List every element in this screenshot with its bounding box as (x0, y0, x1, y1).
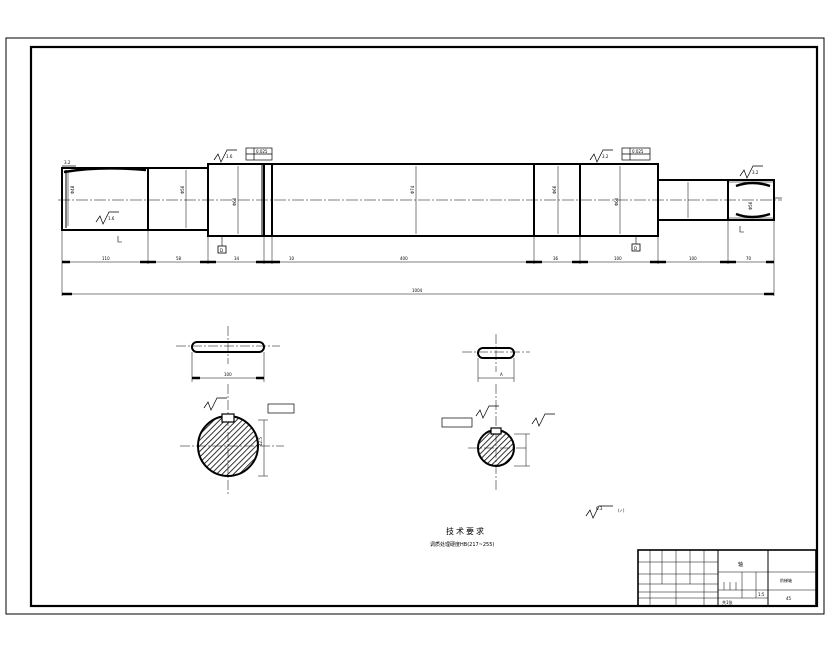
roughness-4: 1.6 (108, 216, 115, 221)
tolerance-value-1: 0.025 (256, 149, 268, 154)
overall-length-label: 1004 (412, 288, 423, 293)
keyway-left-width: 100 (224, 372, 232, 377)
dia-label-2: Φ56 (180, 185, 185, 194)
general-roughness-symbol (585, 505, 613, 519)
general-roughness-paren: (✓) (618, 508, 625, 513)
title-block-scale: 1:5 (758, 592, 765, 597)
length-label-5: 400 (400, 256, 408, 261)
title-block (637, 549, 817, 607)
general-roughness-value: 6.3 (596, 506, 603, 511)
keyway-detail-left (176, 326, 280, 382)
section-left-dim: 42.5 (258, 437, 263, 446)
length-label-3: 34 (234, 256, 240, 261)
section-right (441, 384, 555, 492)
tech-req-heading: 技术要求 (446, 526, 486, 536)
title-block-drawing-code: 阶梯轴 (780, 577, 792, 583)
sheet-border-outer (5, 37, 825, 615)
roughness-2: 3.2 (602, 154, 609, 159)
shaft-main-view (58, 147, 782, 296)
sheet-border-inner (29, 45, 819, 608)
length-label-8: 100 (689, 256, 697, 261)
dia-label-6: Φ60 (614, 197, 619, 206)
length-label-2: 58 (176, 256, 182, 261)
dia-label-4: Φ74 (410, 185, 415, 194)
dia-label-1: Φ48 (70, 185, 75, 194)
roughness-3: 3.2 (752, 170, 759, 175)
dia-label-5: Φ66 (552, 185, 557, 194)
dia-label-3: Φ60 (232, 197, 237, 206)
title-block-part-name: 轴 (738, 561, 743, 568)
length-label-7: 100 (614, 256, 622, 261)
datum-left-label: D (220, 248, 223, 253)
tech-req-text: 调质处理硬度HB(217~255) (430, 541, 494, 548)
section-right-dim: A (500, 372, 503, 377)
length-label-9: 70 (746, 256, 752, 261)
length-label-4: 10 (289, 256, 295, 261)
roughness-5: 3.2 (64, 160, 71, 165)
title-block-sheet: 共1张 (722, 599, 733, 605)
length-label-6: 36 (553, 256, 559, 261)
tolerance-value-2: 0.025 (632, 149, 644, 154)
section-left (180, 384, 295, 496)
title-block-material: 45 (786, 596, 792, 601)
keyway-detail-right (462, 334, 530, 382)
dia-label-7: Φ56 (748, 201, 753, 210)
length-label-1: 110 (102, 256, 110, 261)
datum-right-label: D (634, 246, 637, 251)
roughness-1: 1.6 (226, 154, 233, 159)
